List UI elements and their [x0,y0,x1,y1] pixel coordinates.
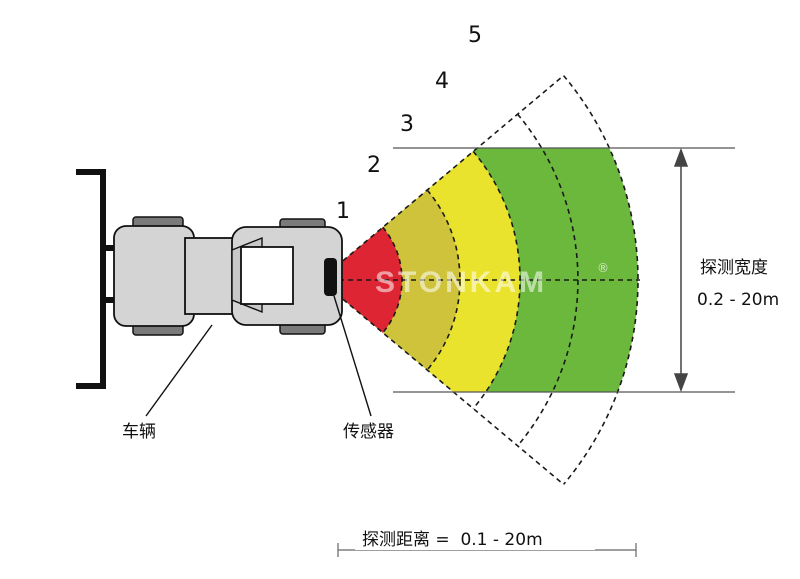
vehicle-rear-body [113,225,195,327]
vehicle-top-view [76,169,343,389]
distance-label: 探测距离 = 0.1 - 20m [362,530,543,550]
zone-boundary-arc-5 [562,75,639,485]
width-arrow [673,147,689,393]
zone-number-4: 4 [435,69,449,94]
watermark-registered: ® [597,261,609,275]
detection-zones [330,148,638,392]
detection-zone-1 [330,227,402,333]
rear-bumper [76,169,106,389]
zone-edge-bottom [328,287,565,486]
sensor-label: 传感器 [343,422,394,442]
zone-number-2: 2 [367,153,381,178]
zone-number-5: 5 [468,23,482,48]
watermark-text: STONKAM [375,266,547,299]
sensor [324,258,337,296]
zone-boundary-arc-1 [382,226,403,334]
zone-number-3: 3 [400,112,414,137]
sensor-leader-line [333,295,372,417]
width-title: 探测宽度 [700,258,768,278]
zone-number-1: 1 [336,199,350,224]
zone-edge-top [328,74,565,273]
vehicle-label: 车辆 [122,422,156,442]
vehicle-roof-window [240,246,294,305]
width-value: 0.2 - 20m [697,290,779,310]
vehicle-leader-line [145,324,213,417]
